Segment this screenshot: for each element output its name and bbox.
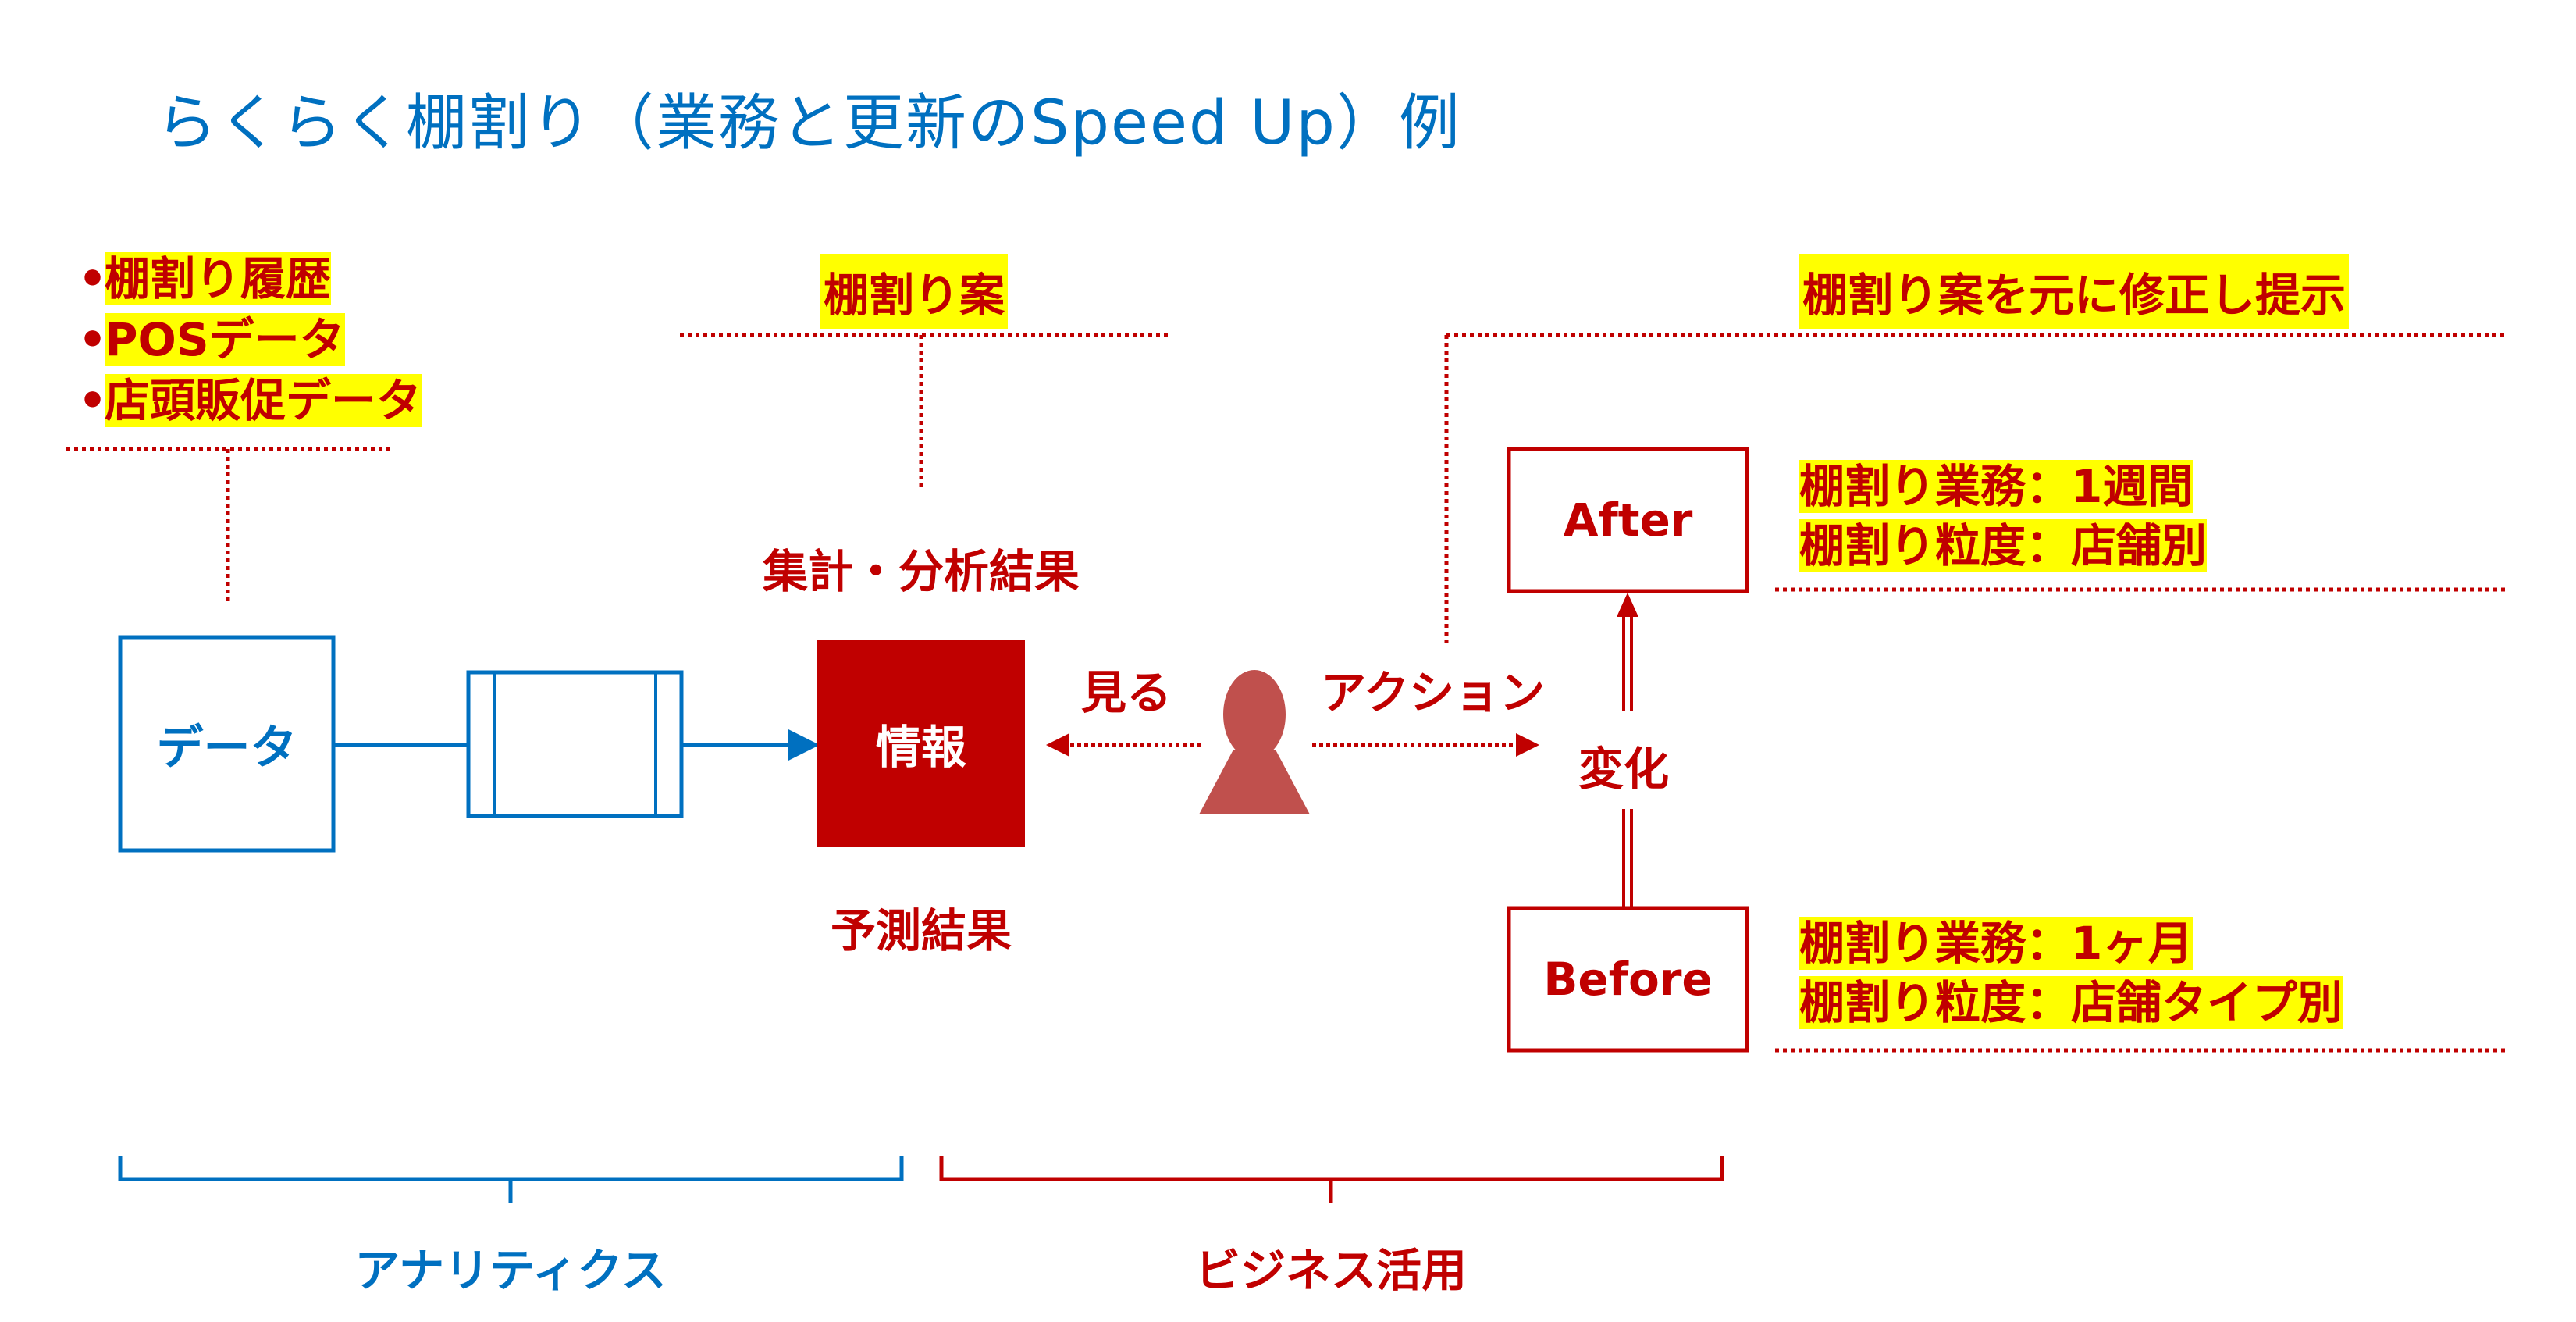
- bullet-text: 棚割り履歴: [105, 252, 332, 305]
- business-bracket: [939, 1156, 1724, 1203]
- proposal-connector: [680, 333, 1172, 490]
- business-section-label: ビジネス活用: [1194, 1244, 1468, 1297]
- list-item: •POSデータ: [78, 309, 422, 370]
- person-icon: [1199, 670, 1310, 814]
- bullet-icon: •: [78, 252, 108, 305]
- page-title: らくらく棚割り（業務と更新のSpeed Up）例: [156, 88, 1461, 159]
- analytics-bracket: [118, 1156, 904, 1203]
- after-box-label: After: [1563, 494, 1693, 547]
- bullet-text: 店頭販促データ: [105, 374, 422, 427]
- list-item: •棚割り履歴: [78, 248, 422, 309]
- info-box: [817, 640, 1025, 847]
- after-note-granularity: 棚割り粒度：店舗別: [1799, 519, 2208, 572]
- after-note-workload: 棚割り業務：1週間: [1799, 460, 2194, 513]
- before-notes: 棚割り業務：1ヶ月 棚割り粒度：店舗タイプ別: [1799, 914, 2343, 1032]
- data-box-label: データ: [156, 721, 297, 775]
- before-note-workload: 棚割り業務：1ヶ月: [1799, 917, 2194, 970]
- bullet-icon: •: [78, 374, 108, 427]
- before-note-granularity: 棚割り粒度：店舗タイプ別: [1799, 976, 2343, 1029]
- inputs-connector: [66, 447, 393, 603]
- analytics-section-label: アナリティクス: [354, 1244, 667, 1297]
- aggregate-label: 集計・分析結果: [762, 545, 1080, 598]
- info-box-label: 情報: [875, 721, 966, 774]
- see-label: 見る: [1081, 666, 1172, 719]
- input-data-list: •棚割り履歴 •POSデータ •店頭販促データ: [78, 248, 422, 431]
- after-box: [1507, 447, 1749, 593]
- before-box-label: Before: [1543, 953, 1713, 1006]
- list-item: •店頭販促データ: [78, 370, 422, 431]
- proposal-label: 棚割り案: [820, 254, 1009, 329]
- change-arrow: [1617, 593, 1638, 908]
- data-box: [118, 635, 336, 853]
- bullet-icon: •: [78, 313, 108, 366]
- after-notes: 棚割り業務：1週間 棚割り粒度：店舗別: [1799, 457, 2208, 575]
- process-box: [466, 670, 684, 818]
- forecast-label: 予測結果: [830, 904, 1012, 957]
- change-label: 変化: [1578, 743, 1670, 796]
- revise-connector: [1444, 333, 2507, 647]
- action-label: アクション: [1321, 666, 1546, 719]
- before-box: [1507, 906, 1749, 1053]
- bullet-text: POSデータ: [105, 313, 345, 366]
- revise-label: 棚割り案を元に修正し提示: [1799, 254, 2350, 329]
